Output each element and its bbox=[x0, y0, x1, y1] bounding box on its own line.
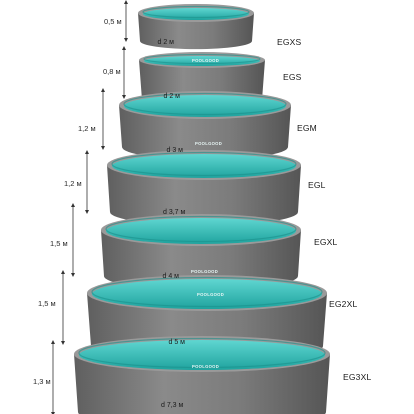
pool-water bbox=[124, 95, 286, 117]
model-label: EG2XL bbox=[329, 299, 358, 309]
depth-label: 0,8 м bbox=[103, 67, 121, 76]
depth-label: 0,5 м bbox=[104, 17, 122, 26]
brand-logo: POOLGOOD bbox=[191, 269, 219, 274]
pool-water bbox=[79, 340, 325, 370]
pool-inner-edge bbox=[91, 276, 323, 308]
depth-label: 1,3 м bbox=[33, 377, 51, 386]
pool-4 bbox=[107, 150, 301, 226]
brand-logo: POOLGOOD bbox=[197, 292, 225, 297]
brand-logo: POOLGOOD bbox=[195, 141, 223, 146]
pool-3 bbox=[119, 91, 291, 160]
diameter-label: d 5 м bbox=[168, 338, 186, 346]
pool-wall bbox=[101, 230, 301, 291]
diameter-label: d 7,3 м bbox=[161, 401, 184, 409]
pool-inner-edge bbox=[142, 5, 250, 19]
diameter-label: d 3 м bbox=[166, 146, 184, 154]
pool-water bbox=[112, 154, 296, 178]
brand-logo: POOLGOOD bbox=[192, 364, 220, 369]
pool-wall bbox=[119, 105, 291, 160]
pool-inner-edge bbox=[143, 53, 261, 65]
model-label: EGL bbox=[308, 180, 326, 190]
model-label: EGM bbox=[297, 123, 317, 133]
depth-label: 1,2 м bbox=[78, 124, 96, 133]
model-label: EGXS bbox=[277, 37, 302, 47]
pool-water bbox=[106, 218, 296, 244]
depth-label: 1,5 м bbox=[38, 299, 56, 308]
pool-water bbox=[143, 8, 249, 20]
pool-wall bbox=[107, 165, 301, 226]
pool-5 bbox=[101, 214, 301, 291]
model-label: EGXL bbox=[314, 237, 338, 247]
depth-label: 1,5 м bbox=[50, 239, 68, 248]
model-label: EG3XL bbox=[343, 372, 372, 382]
pool-inner-edge bbox=[78, 337, 326, 369]
diameter-label: d 2 м bbox=[157, 38, 175, 46]
model-label: EGS bbox=[283, 72, 302, 82]
pool-wall bbox=[138, 13, 254, 50]
diameter-label: d 4 м bbox=[162, 272, 180, 280]
pool-inner-edge bbox=[105, 215, 297, 243]
diameter-label: d 3,7 м bbox=[163, 208, 186, 216]
diameter-label: d 2 м bbox=[163, 92, 181, 100]
pool-inner-edge bbox=[111, 151, 297, 177]
depth-label: 1,2 м bbox=[64, 179, 82, 188]
pool-water bbox=[92, 279, 322, 309]
pool-7 bbox=[74, 336, 330, 414]
pool-inner-edge bbox=[123, 92, 287, 116]
brand-logo: POOLGOOD bbox=[192, 58, 220, 63]
pool-1 bbox=[138, 4, 254, 50]
